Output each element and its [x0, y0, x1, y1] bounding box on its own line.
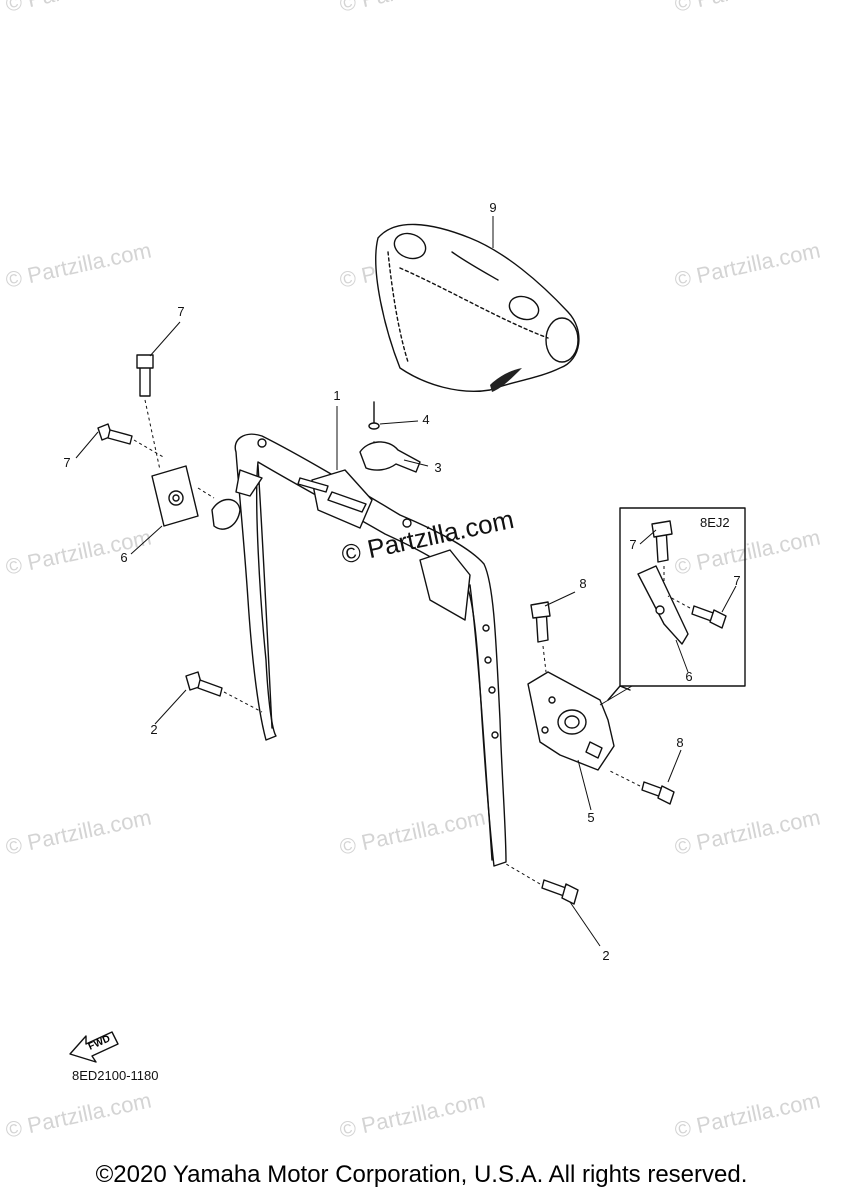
steering-handle	[211, 433, 507, 867]
callout-9: 9	[489, 200, 497, 215]
variant-inset	[599, 507, 746, 706]
callout-3: 3	[434, 460, 442, 475]
bolt	[530, 601, 551, 673]
bolt	[505, 863, 579, 905]
clip	[359, 441, 421, 473]
callout-6: 6	[685, 669, 693, 684]
callout-7: 7	[629, 537, 637, 552]
bolt	[185, 671, 263, 713]
callout-6: 6	[120, 550, 128, 565]
callout-2: 2	[150, 722, 158, 737]
callout-7: 7	[177, 304, 185, 319]
callout-1: 1	[333, 388, 341, 403]
figure-code: 8ED2100-1180	[72, 1068, 159, 1083]
callout-2: 2	[602, 948, 610, 963]
callout-5: 5	[587, 810, 595, 825]
callout-7: 7	[63, 455, 71, 470]
fwd-arrow-icon: FWD	[69, 1031, 119, 1063]
bolt	[136, 354, 161, 471]
variant-code: 8EJ2	[700, 515, 730, 530]
copyright-notice: ©2020 Yamaha Motor Corporation, U.S.A. A…	[95, 1161, 748, 1188]
bolt	[607, 769, 675, 805]
callout-4: 4	[422, 412, 430, 427]
callout-leaders	[75, 216, 737, 947]
callout-8: 8	[579, 576, 587, 591]
callout-8: 8	[676, 735, 684, 750]
bracket	[151, 465, 215, 527]
bracket	[527, 671, 615, 771]
bolt	[297, 477, 367, 513]
bolt	[97, 423, 166, 459]
handlebar-pad	[375, 223, 580, 392]
callout-7: 7	[733, 573, 741, 588]
